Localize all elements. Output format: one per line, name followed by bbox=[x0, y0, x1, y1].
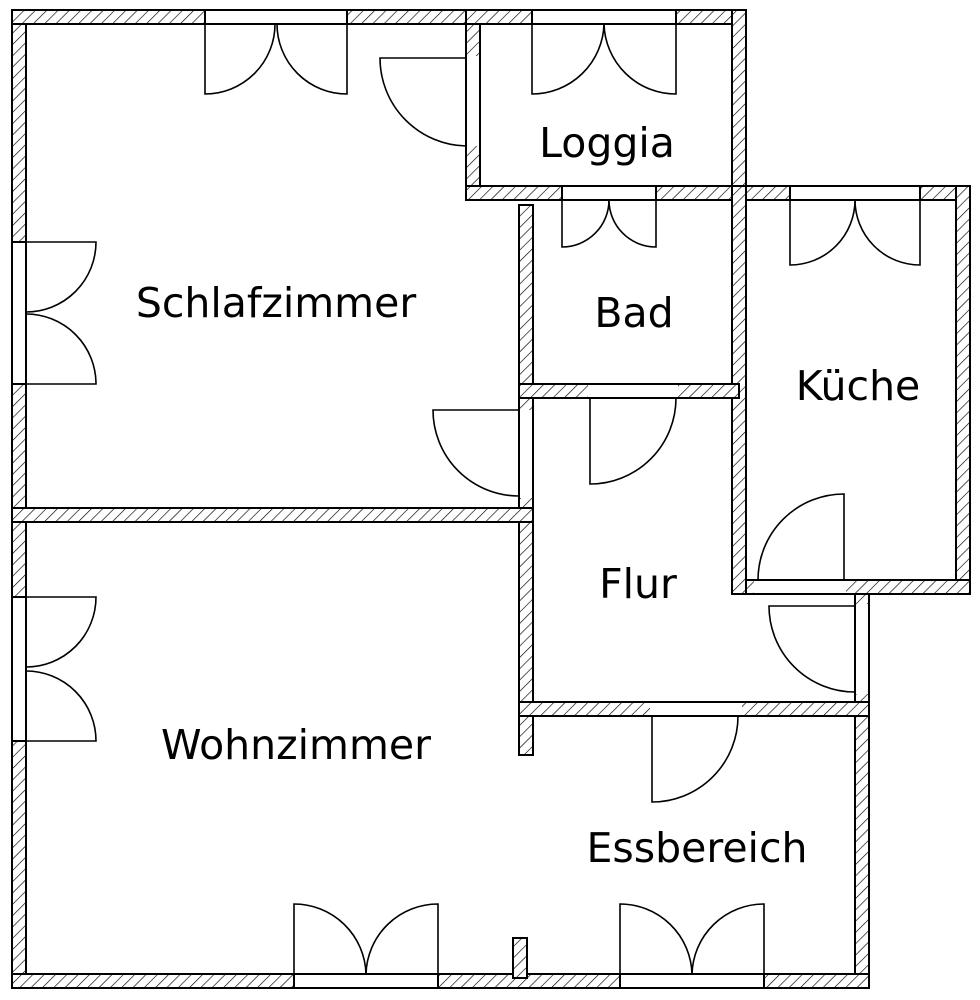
door-opening bbox=[467, 56, 479, 146]
window-opening bbox=[205, 11, 347, 23]
double-window-swing bbox=[25, 596, 97, 742]
door-swing bbox=[768, 605, 856, 693]
window-opening bbox=[620, 975, 764, 987]
double-window-swing bbox=[293, 903, 439, 975]
door-swing bbox=[651, 715, 739, 803]
wall-west bbox=[11, 9, 27, 989]
wall-schlafzimmer-wohnzimmer bbox=[11, 507, 534, 523]
double-window-swing bbox=[25, 241, 97, 385]
window-opening bbox=[294, 975, 438, 987]
door-opening bbox=[650, 703, 742, 715]
double-window-swing bbox=[204, 23, 348, 95]
door-opening bbox=[754, 581, 846, 593]
walls bbox=[11, 9, 971, 989]
window-opening bbox=[790, 187, 920, 199]
door-swing bbox=[757, 493, 845, 581]
room-label-kueche: Küche bbox=[796, 362, 921, 410]
openings bbox=[12, 10, 921, 988]
door-opening bbox=[588, 385, 678, 397]
wall-east-kueche bbox=[955, 185, 971, 595]
room-label-bad: Bad bbox=[594, 289, 673, 337]
window-opening bbox=[13, 242, 25, 384]
double-window-swing bbox=[619, 903, 765, 975]
room-label-wohnzimmer: Wohnzimmer bbox=[161, 721, 431, 769]
double-window-swing bbox=[561, 199, 657, 248]
door-swing bbox=[379, 57, 467, 147]
door-swing bbox=[589, 397, 677, 485]
double-window-swing bbox=[531, 23, 677, 95]
window-opening bbox=[562, 187, 656, 199]
door-swing bbox=[432, 409, 520, 497]
door-opening bbox=[856, 604, 868, 694]
room-label-schlafzimmer: Schlafzimmer bbox=[136, 279, 417, 327]
wall-east-loggia bbox=[731, 9, 747, 201]
door-swings bbox=[25, 23, 921, 975]
room-label-flur: Flur bbox=[599, 560, 677, 608]
window-opening bbox=[532, 11, 676, 23]
wall-stub-south bbox=[512, 937, 528, 979]
room-label-loggia: Loggia bbox=[539, 119, 675, 167]
room-label-essbereich: Essbereich bbox=[587, 824, 808, 872]
double-window-swing bbox=[789, 199, 921, 266]
room-labels: Loggia Schlafzimmer Bad Küche Flur Wohnz… bbox=[136, 119, 920, 872]
window-opening bbox=[13, 597, 25, 741]
door-opening bbox=[520, 410, 532, 498]
